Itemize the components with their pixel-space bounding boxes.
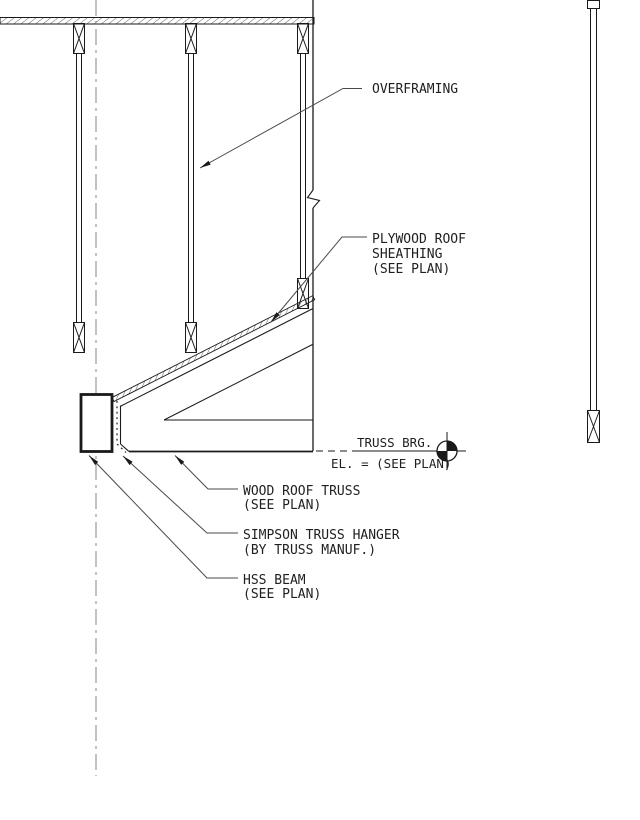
arrowhead-wood-truss	[175, 455, 185, 465]
stud-blocking	[73, 322, 85, 353]
leader-wood-roof-truss	[174, 455, 238, 490]
arrowhead-plywood	[271, 312, 280, 322]
upper-roof-sheathing	[0, 17, 315, 25]
stud-blocking	[297, 278, 309, 309]
truss-web-diagonal	[163, 344, 313, 421]
overframing-stud-4	[587, 0, 600, 443]
upper-sheathing-hatch	[0, 17, 315, 25]
leader-overframing	[199, 88, 362, 169]
sloped-sheathing-hatch	[111, 295, 316, 403]
leader-simpson-hanger	[122, 455, 238, 534]
break-symbol	[306, 189, 321, 209]
leader-plywood-sheathing	[270, 236, 367, 323]
arrowhead-hss-beam	[89, 455, 99, 465]
label-hanger-line2: (BY TRUSS MANUF.)	[243, 543, 376, 558]
truss-top-chord	[119, 308, 314, 407]
label-plywood-line3: (SEE PLAN)	[372, 262, 450, 277]
arrowhead-overframing	[200, 160, 211, 168]
wall-line	[306, 0, 321, 451]
truss-bearing-elevation	[316, 432, 466, 470]
truss-end-bevel	[120, 443, 130, 452]
overframing-stud-3	[297, 23, 309, 309]
stud-blocking	[185, 322, 197, 353]
stud-blocking	[587, 0, 600, 9]
label-wood-truss-line1: WOOD ROOF TRUSS	[243, 484, 360, 499]
datum-target-symbol	[436, 432, 458, 470]
label-truss-el: EL. = (SEE PLAN)	[331, 456, 451, 471]
label-wood-truss-line2: (SEE PLAN)	[243, 498, 321, 513]
datum-quadrant-sw	[437, 451, 447, 461]
label-overframing: OVERFRAMING	[372, 82, 458, 97]
overframing-stud-1	[73, 23, 85, 353]
label-plywood-line1: PLYWOOD ROOF	[372, 232, 466, 247]
label-hss-line2: (SEE PLAN)	[243, 587, 321, 602]
overframing-studs	[73, 0, 600, 443]
label-plywood-line2: SHEATHING	[372, 247, 443, 262]
wood-roof-truss	[119, 308, 314, 453]
stud-blocking	[73, 23, 85, 54]
leader-lines	[88, 88, 367, 579]
stud-blocking	[297, 23, 309, 54]
annotations: OVERFRAMING PLYWOOD ROOF SHEATHING (SEE …	[243, 82, 466, 602]
stud-blocking	[587, 410, 600, 443]
hss-beam	[79, 393, 114, 453]
label-truss-brg: TRUSS BRG.	[357, 435, 432, 450]
datum-quadrant-ne	[447, 441, 457, 451]
overframing-stud-2	[185, 23, 197, 353]
label-hanger-line1: SIMPSON TRUSS HANGER	[243, 528, 400, 543]
sloped-roof-sheathing	[111, 295, 316, 403]
arrowhead-simpson	[123, 456, 133, 466]
label-hss-line1: HSS BEAM	[243, 573, 306, 588]
leader-hss-beam	[88, 455, 238, 579]
stud-blocking	[185, 23, 197, 54]
leader-arrowheads	[89, 160, 280, 466]
